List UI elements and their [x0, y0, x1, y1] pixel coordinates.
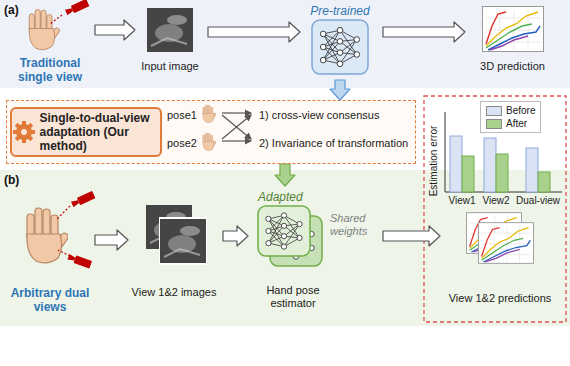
block-arrow [383, 226, 440, 246]
figure-node: View 1&2 predictions [440, 198, 563, 312]
illustration-rect [312, 20, 368, 74]
legend-row: Before [486, 104, 535, 117]
illustration-line [222, 115, 251, 139]
illustration-rect [526, 148, 538, 192]
illustration-line [58, 250, 70, 256]
constraint-text: 1) cross-view consensus [259, 109, 379, 122]
block-arrow [223, 226, 248, 246]
block-arrow [95, 20, 135, 40]
legend-swatch [486, 106, 502, 116]
figure-caption: View 1&2 images [128, 286, 220, 299]
result-frame [424, 96, 566, 322]
legend-swatch [486, 119, 502, 129]
illustration-rect [462, 156, 474, 192]
illustration-circle [21, 129, 27, 135]
network-node: Pre-trained [300, 2, 383, 80]
method-title-box: Single-to-dual-view adaptation (Our meth… [10, 107, 162, 157]
panel-label: (a) [4, 3, 30, 17]
illustration-rect [450, 136, 462, 192]
panel-label: (b) [4, 173, 30, 187]
panel-b-band [0, 170, 570, 326]
network-node: AdaptedShared weightsHand pose estimator [248, 186, 383, 316]
block-arrow [383, 22, 465, 42]
constraint-text: 2) Invariance of transformation [259, 137, 408, 150]
illustration-use [27, 208, 70, 263]
illustration-use [320, 27, 359, 66]
view-caption: Traditional single view [8, 56, 92, 84]
illustration-use [64, 0, 89, 16]
prediction-chart [483, 7, 544, 52]
note-text: Shared weights [330, 212, 380, 238]
illustration-line [56, 206, 70, 220]
figure-node: View 1&2 images [128, 196, 223, 308]
tick-label: View2 [471, 195, 521, 207]
pretrained-network [312, 20, 368, 74]
illustration-use [70, 191, 95, 208]
dual-predictions [466, 213, 533, 264]
illustration-circle [16, 124, 32, 140]
title-fill [10, 107, 162, 157]
view-caption: Arbitrary dual views [8, 286, 92, 314]
illustration-use [266, 213, 302, 249]
method-panel: pose1 pose2 1) cross-view consensus 2) Inva… [6, 100, 416, 164]
single-view-hand [29, 0, 89, 50]
cross-arrows [222, 113, 251, 141]
illustration-rect [159, 217, 207, 265]
figure-caption: Input image [135, 60, 205, 73]
illustration-line [222, 115, 251, 139]
tick-label: View1 [437, 195, 487, 207]
illustration-use [67, 253, 92, 269]
illustration-rect [258, 206, 310, 256]
panel-a-band [0, 0, 570, 88]
block-arrow [330, 80, 350, 100]
legend-text: After [506, 118, 527, 130]
gear-icon [13, 121, 35, 143]
figure-node: Input image [135, 4, 208, 76]
figure-node: Traditional single view [8, 4, 95, 86]
figure-caption: Hand pose estimator [248, 284, 338, 310]
illustration-rect [496, 154, 508, 192]
pose-hand [203, 133, 217, 151]
figure-node: 3D prediction [465, 4, 563, 76]
dual-view-hand [27, 191, 96, 269]
axis-title: Estimation error [428, 116, 440, 206]
block-arrow [275, 164, 295, 186]
illustration-line [50, 15, 62, 24]
legend-row: After [486, 117, 535, 130]
illustration-line [222, 112, 251, 113]
illustration-use [29, 9, 60, 49]
illustration-line [222, 140, 251, 141]
illustration-use [478, 223, 533, 264]
pose-label: pose1 [167, 109, 197, 122]
state-tag: Pre-trained [300, 4, 380, 18]
illustration-rect [538, 172, 550, 192]
state-tag: Adapted [258, 190, 318, 204]
pose-hand [203, 105, 217, 123]
block-arrow [208, 22, 300, 42]
figure-node: Arbitrary dual views [8, 198, 95, 318]
legend-text: Before [506, 105, 535, 117]
method-title: Single-to-dual-view adaptation (Our meth… [40, 111, 156, 153]
block-arrow [95, 230, 128, 250]
figure-caption: 3D prediction [465, 60, 560, 73]
illustration-rect [484, 138, 496, 192]
input-photo [147, 8, 193, 52]
dual-photos [146, 205, 207, 265]
adapted-network [258, 206, 322, 266]
tick-label: Dual-view [513, 195, 563, 207]
pose-label: pose2 [167, 137, 197, 150]
method-fill [6, 100, 416, 164]
illustration-use [160, 219, 206, 263]
figure-caption: View 1&2 predictions [440, 292, 560, 305]
legend-box: BeforeAfter [480, 101, 541, 133]
